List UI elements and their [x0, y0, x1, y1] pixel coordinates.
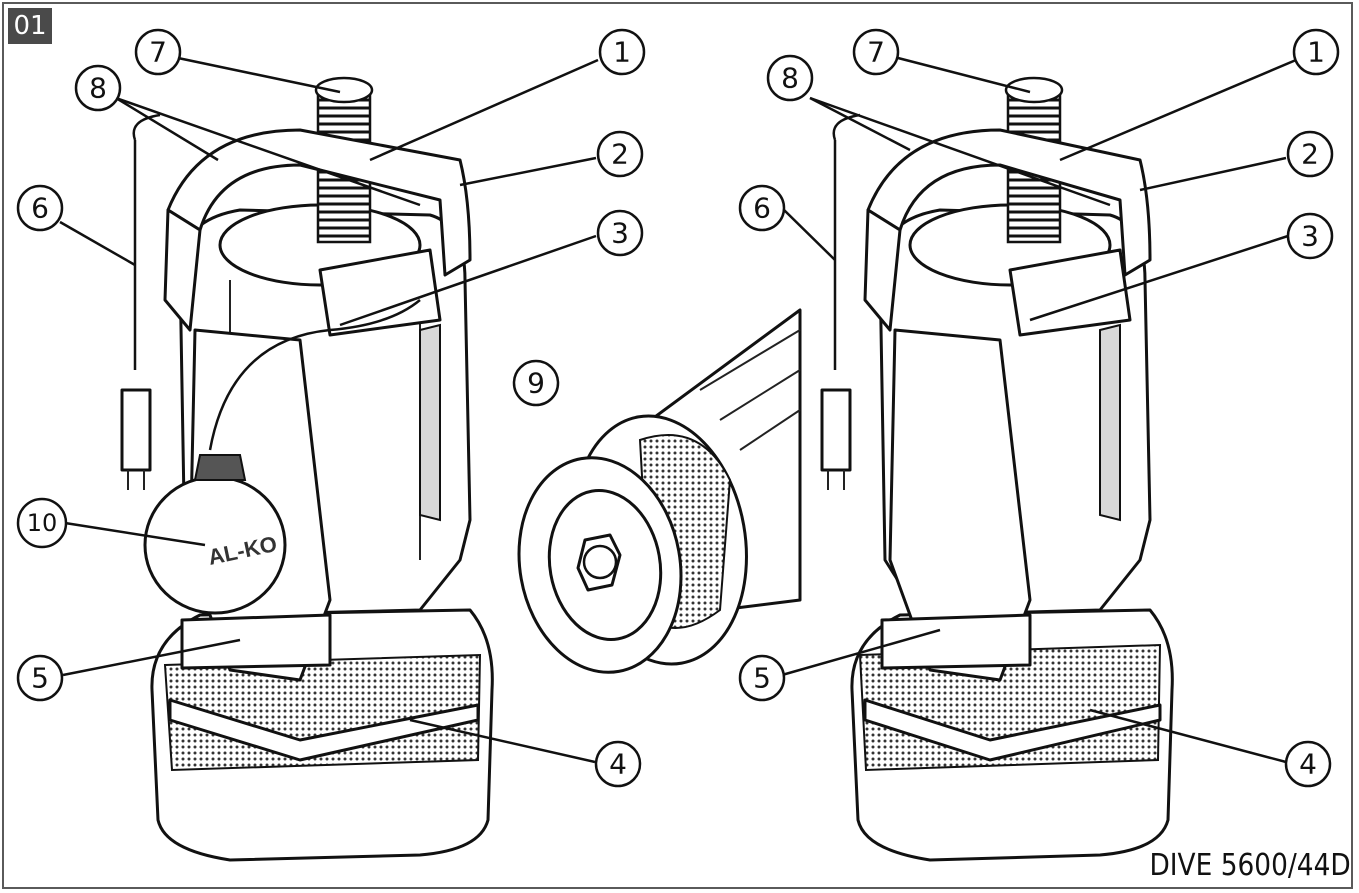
right-pump-shell-band — [880, 613, 1032, 670]
right-pump-handle — [866, 128, 1152, 277]
left-pump-handle — [166, 128, 472, 277]
callout-label: 1 — [1307, 36, 1325, 69]
left-pump-side-rib — [419, 323, 441, 522]
callout-7-left: 7 — [134, 28, 182, 76]
callout-9: 9 — [512, 359, 560, 407]
callout-label: 4 — [609, 748, 627, 781]
callout-label: 6 — [31, 192, 49, 225]
callout-label: 3 — [1301, 220, 1319, 253]
left-pump-float-cable — [208, 299, 421, 451]
callout-6-right: 6 — [738, 184, 786, 232]
right-pump-power-cable — [832, 113, 861, 370]
right-pump-front-cowl — [888, 328, 1032, 682]
callout-label: 10 — [27, 509, 58, 537]
callout-2-left: 2 — [596, 130, 644, 178]
model-label: DIVE 5600/44D — [1149, 848, 1351, 883]
callout-label: 9 — [527, 367, 545, 400]
callout-label: 7 — [149, 36, 167, 69]
center-detail — [517, 308, 802, 674]
callout-10: 10 — [16, 497, 68, 549]
callout-label: 8 — [89, 72, 107, 105]
callout-label: 1 — [613, 36, 631, 69]
callout-2-right: 2 — [1286, 130, 1334, 178]
callout-3-left: 3 — [596, 209, 644, 257]
callout-6-left: 6 — [16, 184, 64, 232]
callout-label: 3 — [611, 217, 629, 250]
right-pump-plug — [820, 388, 852, 472]
left-pump-clip — [318, 248, 442, 337]
left-pump-shell-band — [180, 613, 332, 670]
callout-5-right: 5 — [738, 654, 786, 702]
callout-1-right: 1 — [1292, 28, 1340, 76]
callout-label: 5 — [753, 662, 771, 695]
callout-3-right: 3 — [1286, 212, 1334, 260]
left-pump-base-band — [168, 698, 480, 762]
callout-1-left: 1 — [598, 28, 646, 76]
callout-label: 2 — [1301, 138, 1319, 171]
right-pump-clip — [1008, 248, 1132, 337]
left-pump-plug — [120, 388, 152, 472]
left-pump-power-cable — [132, 113, 161, 370]
right-pump — [820, 76, 1174, 862]
leader-lines — [59, 56, 1297, 764]
callout-4-right: 4 — [1284, 740, 1332, 788]
callout-label: 8 — [781, 62, 799, 95]
callout-label: 5 — [31, 662, 49, 695]
left-pump: AL-KO — [120, 76, 494, 862]
callout-label: 2 — [611, 138, 629, 171]
callout-7-right: 7 — [852, 28, 900, 76]
callout-4-left: 4 — [594, 740, 642, 788]
callout-5-left: 5 — [16, 654, 64, 702]
callout-8-left: 8 — [74, 64, 122, 112]
callout-label: 4 — [1299, 748, 1317, 781]
callout-8-right: 8 — [766, 54, 814, 102]
callout-label: 7 — [867, 36, 885, 69]
callout-label: 6 — [753, 192, 771, 225]
figure-number: 01 — [8, 8, 52, 44]
